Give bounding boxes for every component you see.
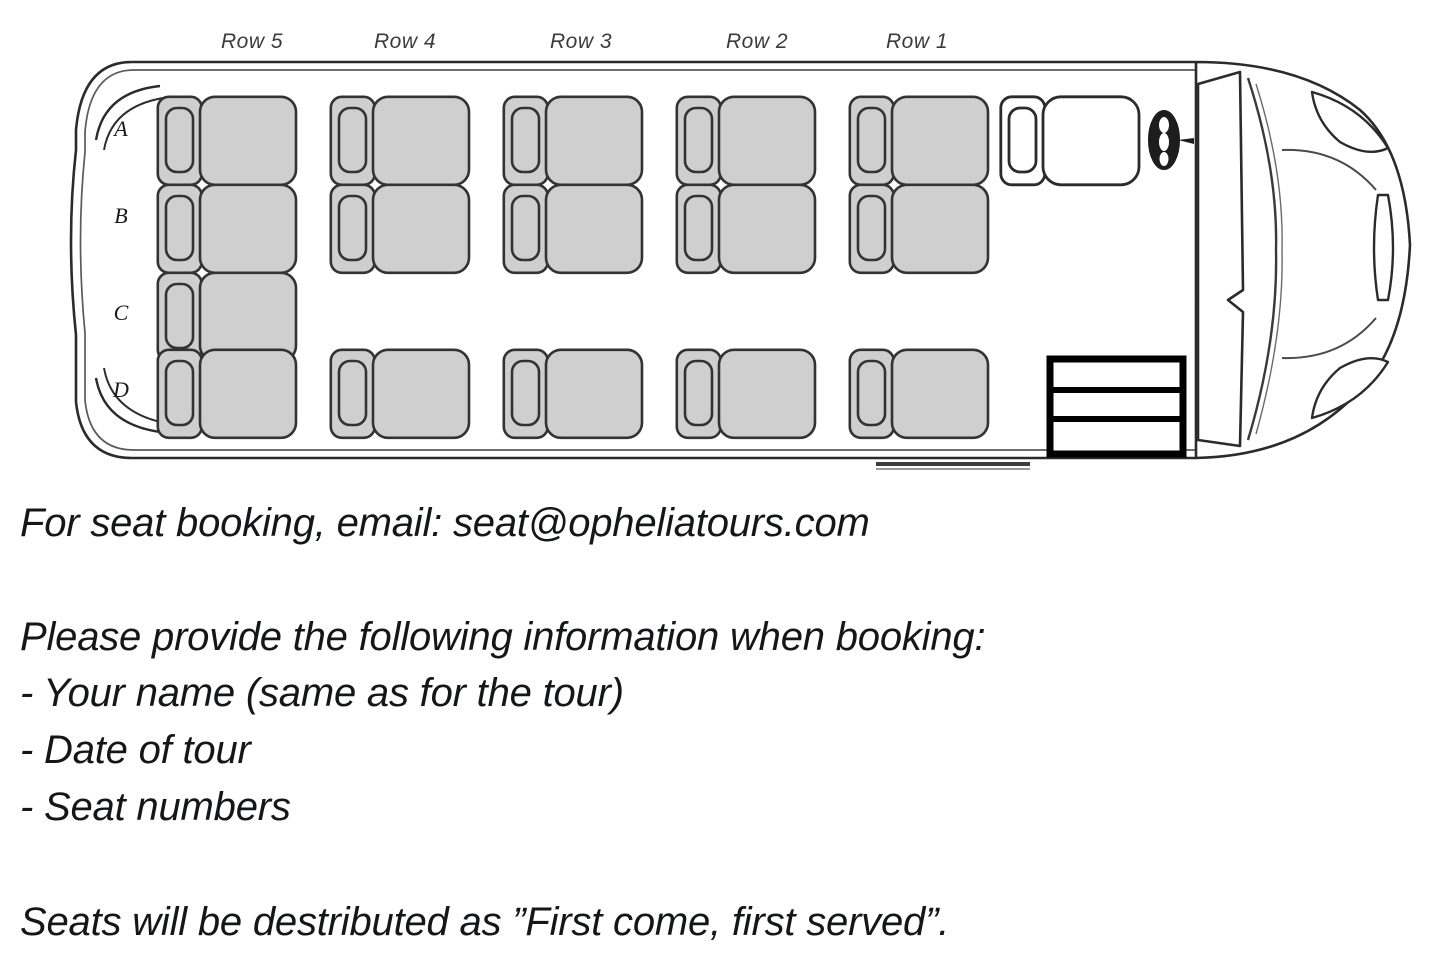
column-label-b: B — [114, 203, 128, 228]
bus-front-nose — [1194, 60, 1412, 460]
seat-1B — [848, 183, 990, 275]
text-spacer-1 — [20, 551, 1420, 609]
row-label-2: Row 2 — [725, 30, 789, 53]
seat-1A — [848, 95, 990, 187]
windshield — [1196, 70, 1245, 448]
booking-information-block: For seat booking, email: seat@opheliatou… — [20, 495, 1420, 950]
row-label-4: Row 4 — [373, 30, 437, 53]
booking-email-line: For seat booking, email: seat@opheliatou… — [20, 501, 870, 545]
door-steps — [1046, 355, 1187, 458]
seat-allocation-policy-line: Seats will be destributed as ”First come… — [20, 900, 950, 944]
steering-wheel — [1148, 110, 1194, 170]
seat-3B — [502, 183, 644, 275]
instruction-item-seats: - Seat numbers — [20, 785, 291, 829]
seat-2D — [675, 348, 817, 440]
seat-group-row2 — [675, 95, 817, 440]
seat-4D — [329, 348, 471, 440]
seat-2A — [675, 95, 817, 187]
seat-3A — [502, 95, 644, 187]
text-spacer-2 — [20, 836, 1420, 894]
seat-group-row5 — [156, 95, 298, 440]
bus-outline-svg — [69, 60, 1412, 470]
seat-5D — [156, 348, 298, 440]
column-label-a: A — [114, 116, 128, 141]
seat-5A — [156, 95, 298, 187]
running-board — [876, 462, 1030, 470]
instruction-item-date: - Date of tour — [20, 728, 251, 772]
headlight-top — [1310, 90, 1390, 154]
column-label-c: C — [113, 300, 129, 325]
row-label-1: Row 1 — [885, 30, 949, 53]
seat-3D — [502, 348, 644, 440]
row-label-5: Row 5 — [220, 30, 284, 53]
seat-4A — [329, 95, 471, 187]
seat-1D — [848, 348, 990, 440]
column-label-d: D — [113, 377, 129, 402]
row-label-3: Row 3 — [549, 30, 613, 53]
front-grille — [1372, 193, 1395, 302]
seat-2B — [675, 183, 817, 275]
seat-4B — [329, 183, 471, 275]
bus-seating-diagram: Row 5 Row 4 Row 3 Row 2 Row 1 A B C D — [69, 30, 1412, 470]
driver-seat — [999, 95, 1141, 187]
seat-group-row3 — [502, 95, 644, 440]
instruction-item-name: - Your name (same as for the tour) — [20, 671, 624, 715]
seat-5B — [156, 183, 298, 275]
instructions-heading: Please provide the following information… — [20, 615, 986, 659]
headlight-bottom — [1310, 356, 1390, 420]
seat-group-row4 — [329, 95, 471, 440]
seat-group-row1 — [848, 95, 990, 440]
seat-5C — [156, 271, 298, 363]
